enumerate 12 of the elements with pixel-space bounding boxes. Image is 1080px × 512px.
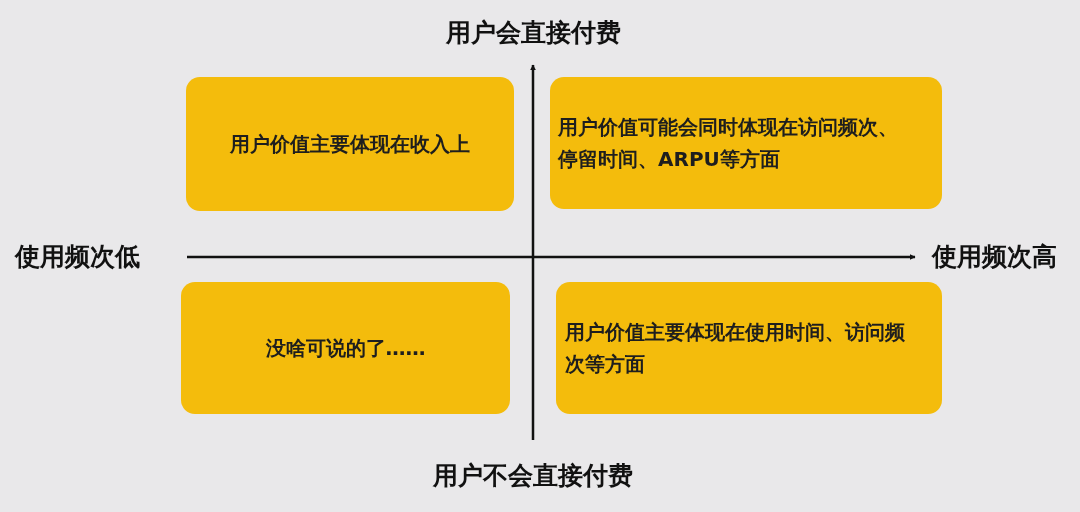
quadrant-box — [550, 77, 942, 209]
axis-label: 使用频次低 — [15, 242, 140, 272]
quadrant-text: 没啥可说的了…… — [265, 335, 426, 362]
quadrant-box — [181, 282, 510, 414]
axis-label: 用户会直接付费 — [445, 18, 621, 48]
quadrant-text: 用户价值主要体现在收入上 — [230, 131, 470, 158]
axis-label: 用户不会直接付费 — [433, 461, 633, 491]
quadrant-box — [556, 282, 942, 414]
quadrant-text: 用户价值主要体现在使用时间、访问频次等方面 — [565, 319, 906, 378]
quadrant-text: 用户价值可能会同时体现在访问频次、停留时间、ARPU等方面 — [558, 114, 899, 173]
quadrant-box — [186, 77, 514, 211]
axis-label: 使用频次高 — [932, 242, 1057, 272]
